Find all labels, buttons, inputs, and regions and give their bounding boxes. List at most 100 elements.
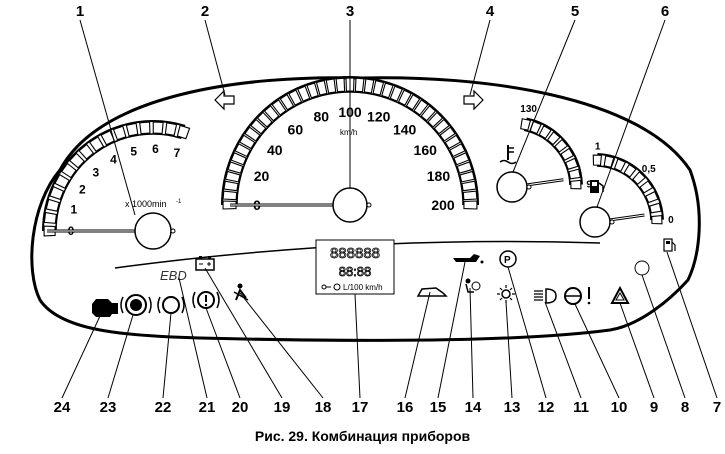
gauge-tick <box>306 82 319 99</box>
gauge-tick-label: 3 <box>93 165 100 179</box>
callout-leader-line <box>204 19 226 96</box>
gauge-hub <box>332 187 368 223</box>
callout-leader-line <box>354 293 361 399</box>
parking-brake-icon <box>192 291 220 309</box>
gauge-tick <box>613 158 627 172</box>
gauge-tick-label: 120 <box>367 108 391 124</box>
gauge-inner-rim <box>523 129 571 186</box>
gauge-tick <box>152 121 164 134</box>
gauge-tick-label: 40 <box>267 142 283 158</box>
callout-number: 6 <box>661 3 669 20</box>
gauge-hub <box>579 206 611 238</box>
gauge-tick <box>54 173 70 189</box>
gauge-tick <box>223 180 239 192</box>
gauge-hub <box>496 171 528 203</box>
gauge-tick <box>651 214 663 225</box>
callout-number: 9 <box>650 399 658 416</box>
gauge-tick <box>139 121 151 135</box>
gauge-tick <box>632 171 646 185</box>
callout-leader-line <box>574 303 620 399</box>
callout-leader-line <box>505 301 513 399</box>
callout-leader-line <box>205 307 241 399</box>
callout-leader-line <box>204 267 283 399</box>
gauge-tick <box>381 82 394 99</box>
callout-leader-line <box>404 291 431 399</box>
callout-leader-line <box>641 274 686 399</box>
gauge-tick <box>112 125 127 141</box>
gauge-tick <box>444 134 462 150</box>
svg-text:P: P <box>504 255 511 266</box>
parking-icon: P <box>499 250 517 268</box>
callout-number: 22 <box>155 399 172 416</box>
gauge-tick <box>420 105 437 122</box>
gauge-tick <box>560 147 575 161</box>
gauge-tick <box>459 170 476 183</box>
gauge-tick <box>546 131 561 146</box>
gauge-inner-rim <box>55 133 182 232</box>
abs-icon <box>157 296 185 314</box>
gauge-tick <box>397 89 412 106</box>
callout-leader-line <box>512 19 576 173</box>
gauge-tick <box>439 126 456 142</box>
callout-number: 1 <box>76 3 84 20</box>
callout-number: 5 <box>571 3 579 20</box>
gauge-tick <box>222 200 237 210</box>
fuel-gauge: 10,50 <box>579 142 674 238</box>
lcd-clock-digits: 88:88 <box>339 264 372 279</box>
gauge-tick-label: 140 <box>393 122 417 138</box>
gauge-tick <box>427 111 444 128</box>
low-beam-icon <box>534 288 557 304</box>
callout-number: 12 <box>538 399 555 416</box>
tachometer-unit-sup: -1 <box>176 199 182 205</box>
gauge-tick <box>564 157 579 170</box>
lcd-display: 888888 88:88 L/100 km/h <box>315 239 395 295</box>
callout-leader-line <box>596 19 666 208</box>
seatbelt-icon <box>233 283 249 301</box>
gauge-tick <box>645 190 659 204</box>
gauge-tick <box>263 105 280 122</box>
callout-leader-line <box>469 287 474 399</box>
gauge-hub-pin <box>170 228 176 234</box>
callout-number: 13 <box>504 399 521 416</box>
callout-leader-line <box>544 301 582 399</box>
right-turn-arrow-icon <box>463 89 484 111</box>
gauge-tick-label: 1 <box>595 142 601 153</box>
gauge-tick <box>250 118 267 135</box>
lcd-odometer-digits: 888888 <box>330 245 380 262</box>
callout-number: 14 <box>465 399 482 416</box>
callout-number: 3 <box>346 3 354 20</box>
brake-system-icon <box>120 294 152 316</box>
gauge-tick <box>60 162 77 179</box>
gauge-tick-label: 180 <box>427 168 451 184</box>
gauge-tick-label: 2 <box>79 182 86 196</box>
lcd-fuel-consumption: L/100 km/h <box>343 283 383 292</box>
callout-number: 11 <box>573 399 589 416</box>
callout-number: 2 <box>201 3 209 20</box>
callout-leader-line <box>469 19 491 96</box>
gauge-tick-label: 5 <box>130 144 137 158</box>
callout-number: 4 <box>486 3 495 20</box>
gauge-tick <box>297 85 311 102</box>
gauge-tick <box>456 161 473 174</box>
fuel-reserve-icon <box>663 238 676 252</box>
gauge-tick <box>413 99 429 116</box>
callout-leader-line <box>107 314 134 399</box>
gauge-tick-label: 60 <box>288 122 304 138</box>
callout-leader-line <box>507 266 547 399</box>
speedometer-unit: km/h <box>340 128 357 137</box>
gauge-tick <box>520 118 532 131</box>
gauge-tick <box>639 180 654 194</box>
gauge-tick <box>234 143 251 158</box>
callout-number: 18 <box>315 399 332 416</box>
callout-number: 20 <box>232 399 249 416</box>
indicator-lamp <box>634 260 650 276</box>
callout-number: 10 <box>611 399 628 416</box>
airbag-icon <box>465 278 481 293</box>
gauge-tick-label: 20 <box>254 168 270 184</box>
gauge-tick <box>49 185 65 201</box>
gauge-tick <box>461 180 477 192</box>
gauge-tick <box>325 78 337 94</box>
temperature-gauge: 13090 <box>496 104 598 203</box>
